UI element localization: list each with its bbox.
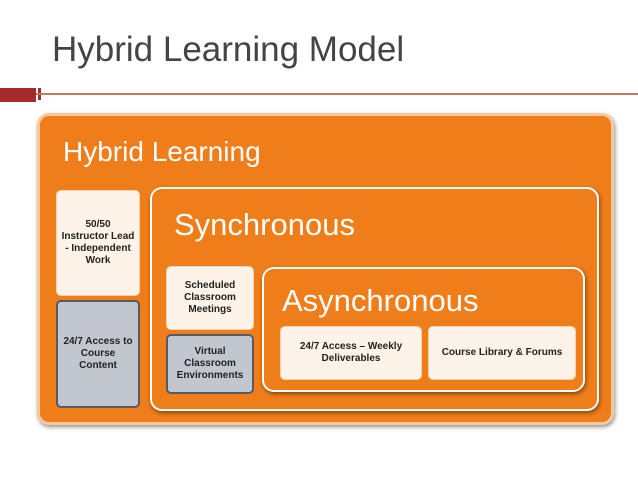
- title-accent-bar: [0, 88, 36, 102]
- slide-title: Hybrid Learning Model: [52, 30, 405, 69]
- asynchronous-label: Asynchronous: [282, 283, 479, 318]
- hybrid-learning-label: Hybrid Learning: [63, 136, 261, 167]
- instructor-lead-box: 50/50 Instructor Lead - Independent Work: [56, 190, 140, 296]
- title-divider-line: [36, 93, 638, 95]
- scheduled-meetings-box: Scheduled Classroom Meetings: [166, 266, 254, 330]
- synchronous-label: Synchronous: [174, 207, 355, 242]
- weekly-deliverables-box: 24/7 Access – Weekly Deliverables: [280, 326, 422, 380]
- virtual-classroom-box: Virtual Classroom Environments: [166, 334, 254, 394]
- course-library-box: Course Library & Forums: [428, 326, 576, 380]
- course-content-access-box: 24/7 Access to Course Content: [56, 300, 140, 408]
